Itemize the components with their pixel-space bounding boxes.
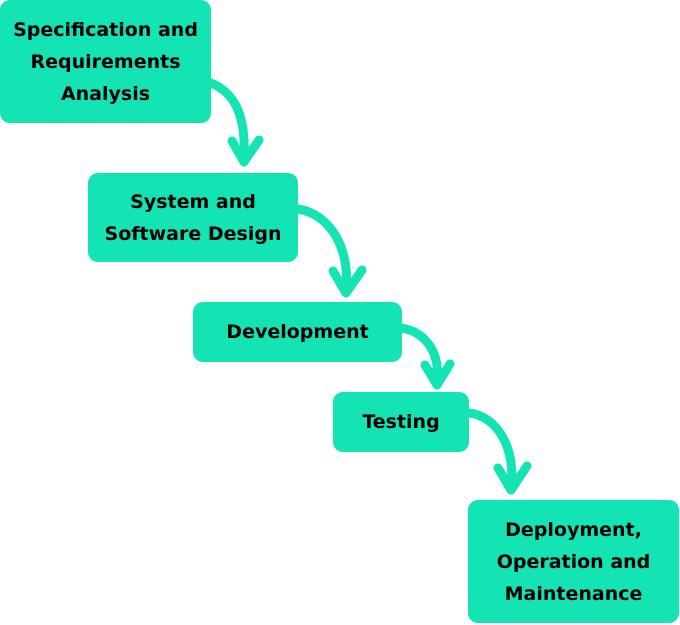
stage-label-line: Operation and (496, 550, 651, 573)
stage-deployment-operation-maintenance: Deployment, Operation and Maintenance (468, 500, 679, 623)
stage-system-software-design: System and Software Design (88, 173, 298, 262)
stage-label-line: System and (130, 190, 256, 213)
stage-label-line: Deployment, (505, 518, 642, 541)
stage-specification-requirements-analysis: Specification and Requirements Analysis (0, 0, 211, 123)
stage-label-line: Requirements (30, 50, 181, 73)
stage-label: Development (226, 316, 368, 348)
stage-label-line: Software Design (104, 222, 282, 245)
stage-label: Testing (362, 406, 439, 438)
stage-label-line: Development (226, 321, 369, 343)
arrow-2-to-3 (293, 204, 367, 298)
stage-label-line: Testing (362, 411, 440, 433)
stage-label: Deployment, Operation and Maintenance (497, 514, 651, 610)
arrow-3-to-4 (397, 323, 455, 390)
stage-label-line: Maintenance (504, 582, 643, 605)
stage-development: Development (193, 302, 402, 362)
arrow-4-to-5 (464, 408, 532, 495)
arrow-1-to-2 (206, 78, 264, 167)
stage-label-line: Analysis (60, 82, 151, 105)
stage-label: Specification and Requirements Analysis (13, 14, 198, 110)
stage-testing: Testing (333, 392, 469, 452)
stage-label-line: Specification and (13, 18, 198, 41)
stage-label: System and Software Design (105, 186, 282, 250)
